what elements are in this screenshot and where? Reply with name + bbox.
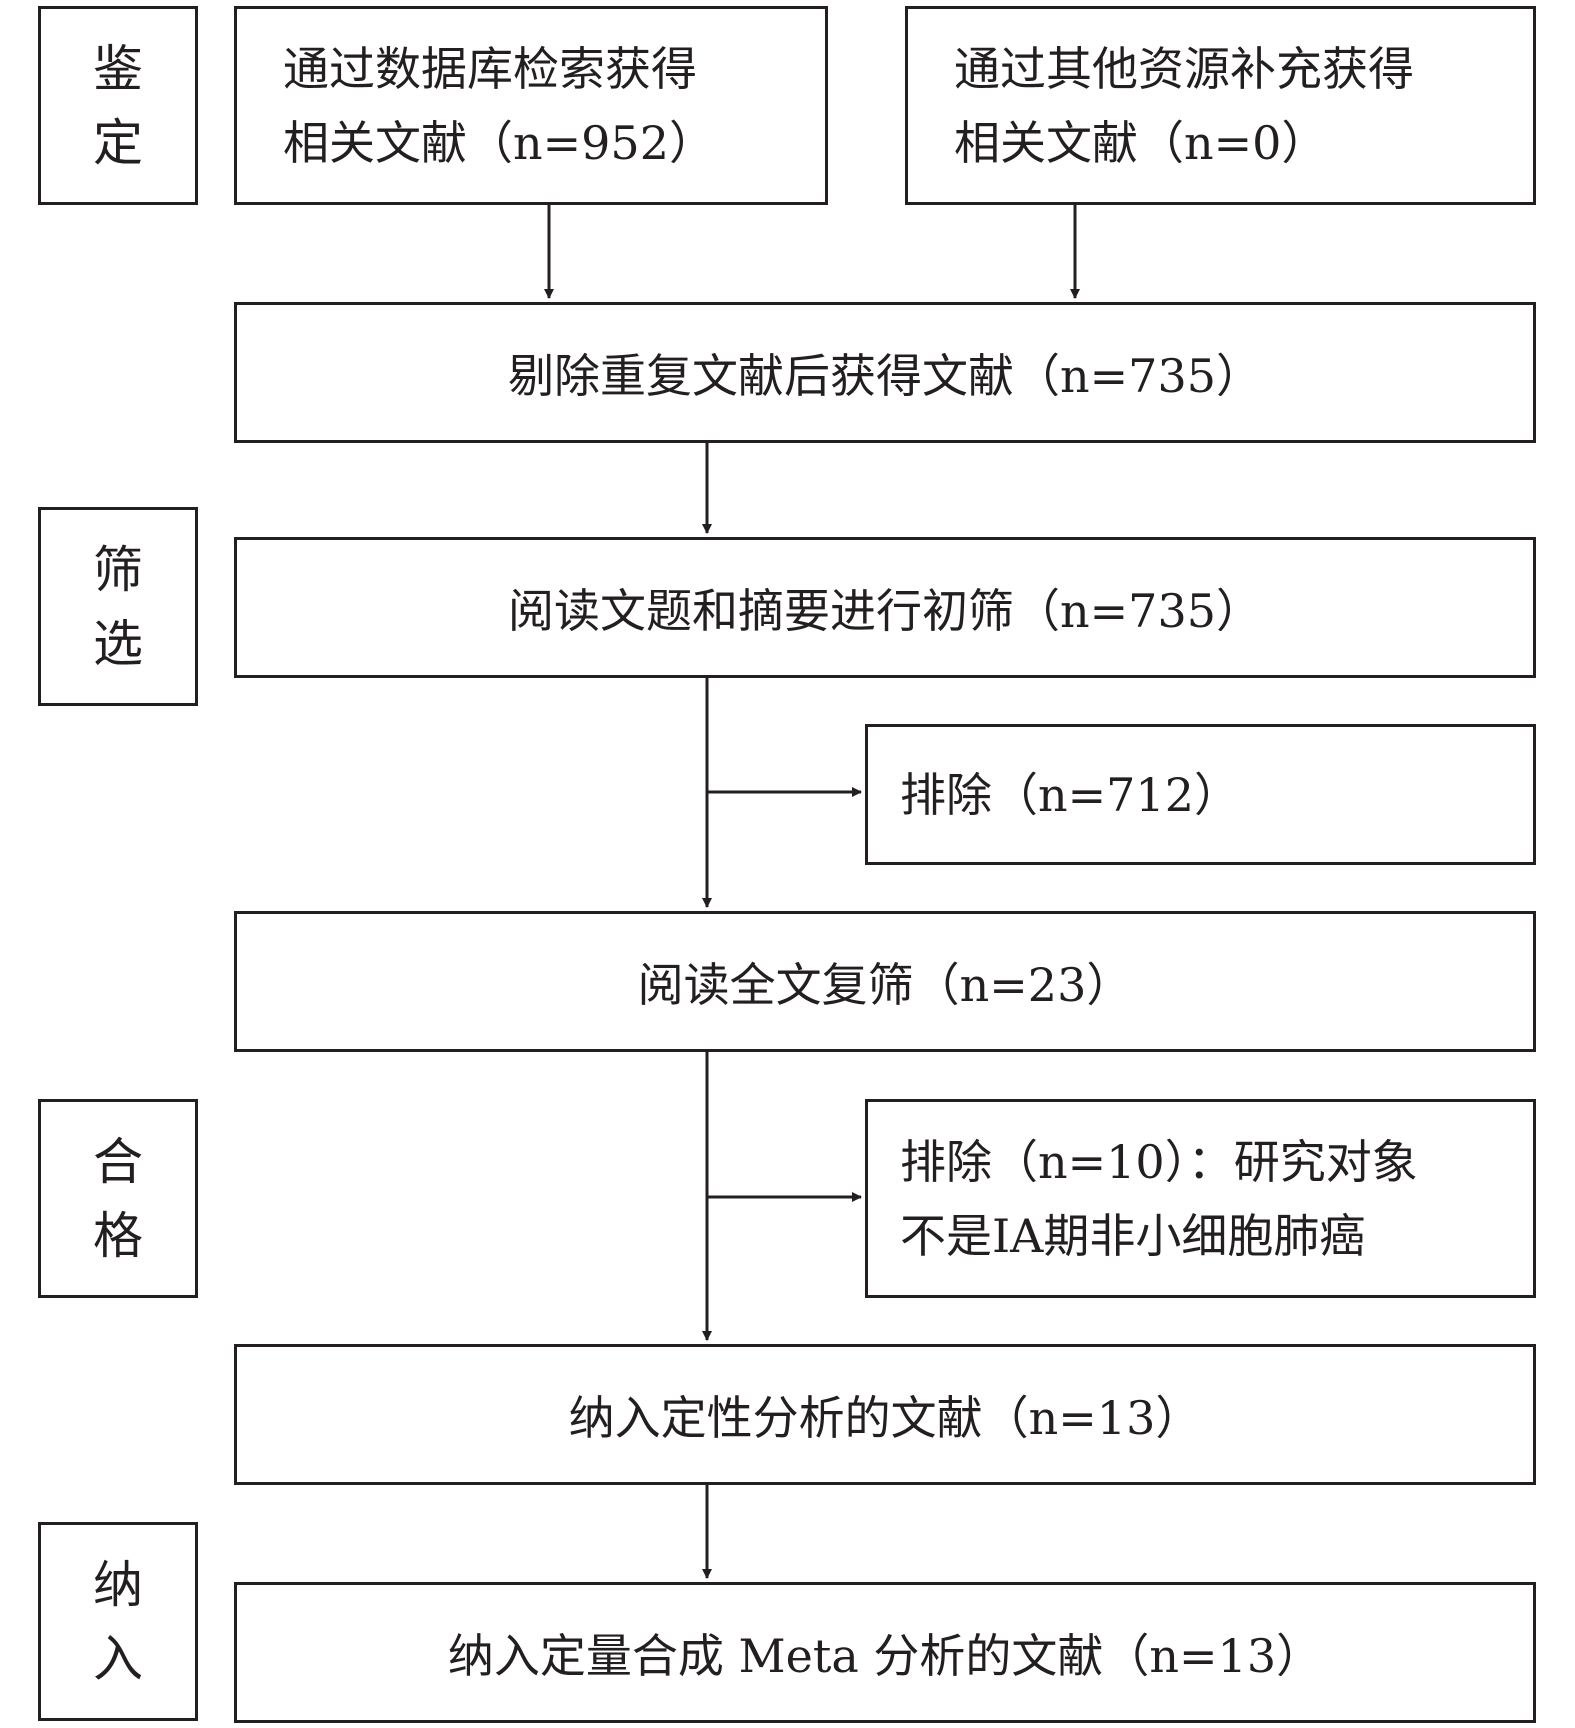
box-line: 相关文献（n=0） bbox=[954, 115, 1328, 170]
stage-char: 纳 bbox=[93, 1555, 143, 1614]
qualitative-synthesis-box: 纳入定性分析的文献（n=13） bbox=[234, 1344, 1536, 1485]
box-line: 相关文献（n=952） bbox=[283, 115, 715, 170]
excluded-second-box: 排除（n=10）：研究对象 不是ⅠA期非小细胞肺癌 bbox=[865, 1099, 1536, 1298]
box-line: 通过数据库检索获得 bbox=[283, 41, 697, 96]
quantitative-meta-analysis-box: 纳入定量合成 Meta 分析的文献（n=13） bbox=[234, 1582, 1536, 1723]
stage-char: 鉴 bbox=[93, 39, 143, 98]
box-line: 不是ⅠA期非小细胞肺癌 bbox=[900, 1208, 1366, 1263]
other-sources-box: 通过其他资源补充获得 相关文献（n=0） bbox=[905, 6, 1536, 205]
title-abstract-screening-box: 阅读文题和摘要进行初筛（n=735） bbox=[234, 537, 1536, 678]
box-text: 阅读全文复筛（n=23） bbox=[637, 957, 1133, 1012]
stage-char: 入 bbox=[93, 1629, 143, 1688]
stage-screening: 筛 选 bbox=[38, 507, 198, 706]
stage-identification: 鉴 定 bbox=[38, 6, 198, 205]
stage-char: 合 bbox=[93, 1132, 143, 1191]
box-text: 剔除重复文献后获得文献（n=735） bbox=[508, 348, 1262, 403]
box-text: 阅读文题和摘要进行初筛（n=735） bbox=[508, 583, 1262, 638]
full-text-screening-box: 阅读全文复筛（n=23） bbox=[234, 911, 1536, 1052]
box-text: 纳入定量合成 Meta 分析的文献（n=13） bbox=[447, 1628, 1323, 1683]
box-text: 排除（n=712） bbox=[900, 767, 1240, 822]
stage-eligibility: 合 格 bbox=[38, 1099, 198, 1298]
database-records-box: 通过数据库检索获得 相关文献（n=952） bbox=[234, 6, 828, 205]
stage-char: 定 bbox=[93, 113, 143, 172]
stage-char: 格 bbox=[93, 1206, 143, 1265]
stage-included: 纳 入 bbox=[38, 1522, 198, 1721]
stage-char: 选 bbox=[93, 614, 143, 673]
box-line: 排除（n=10）：研究对象 bbox=[900, 1134, 1418, 1189]
box-line: 通过其他资源补充获得 bbox=[954, 41, 1414, 96]
box-text: 纳入定性分析的文献（n=13） bbox=[568, 1390, 1202, 1445]
deduplicated-box: 剔除重复文献后获得文献（n=735） bbox=[234, 302, 1536, 443]
excluded-first-box: 排除（n=712） bbox=[865, 724, 1536, 865]
stage-char: 筛 bbox=[93, 540, 143, 599]
